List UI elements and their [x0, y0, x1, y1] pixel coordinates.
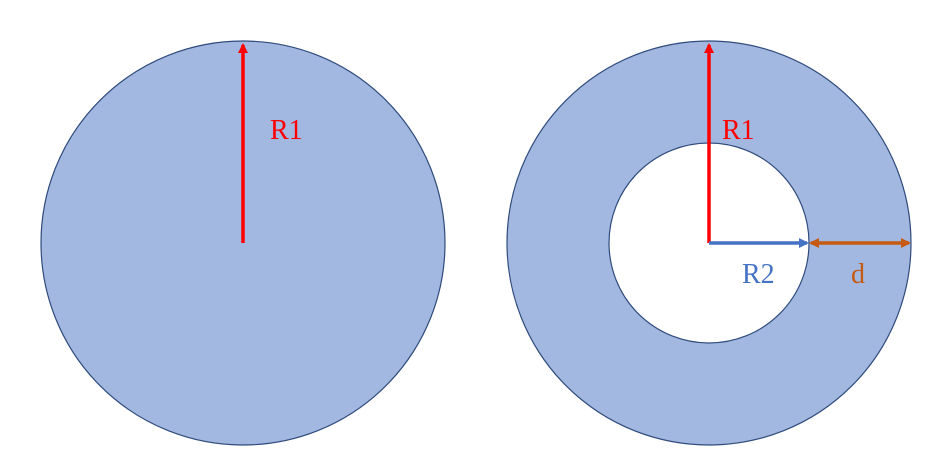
annulus-group: R1 R2 d	[506, 40, 912, 446]
solid-circle-group: R1	[40, 40, 446, 446]
d-label: d	[851, 259, 865, 290]
r2-label: R2	[742, 259, 775, 290]
r1-label-right: R1	[722, 115, 755, 146]
r1-label-left: R1	[270, 115, 303, 146]
